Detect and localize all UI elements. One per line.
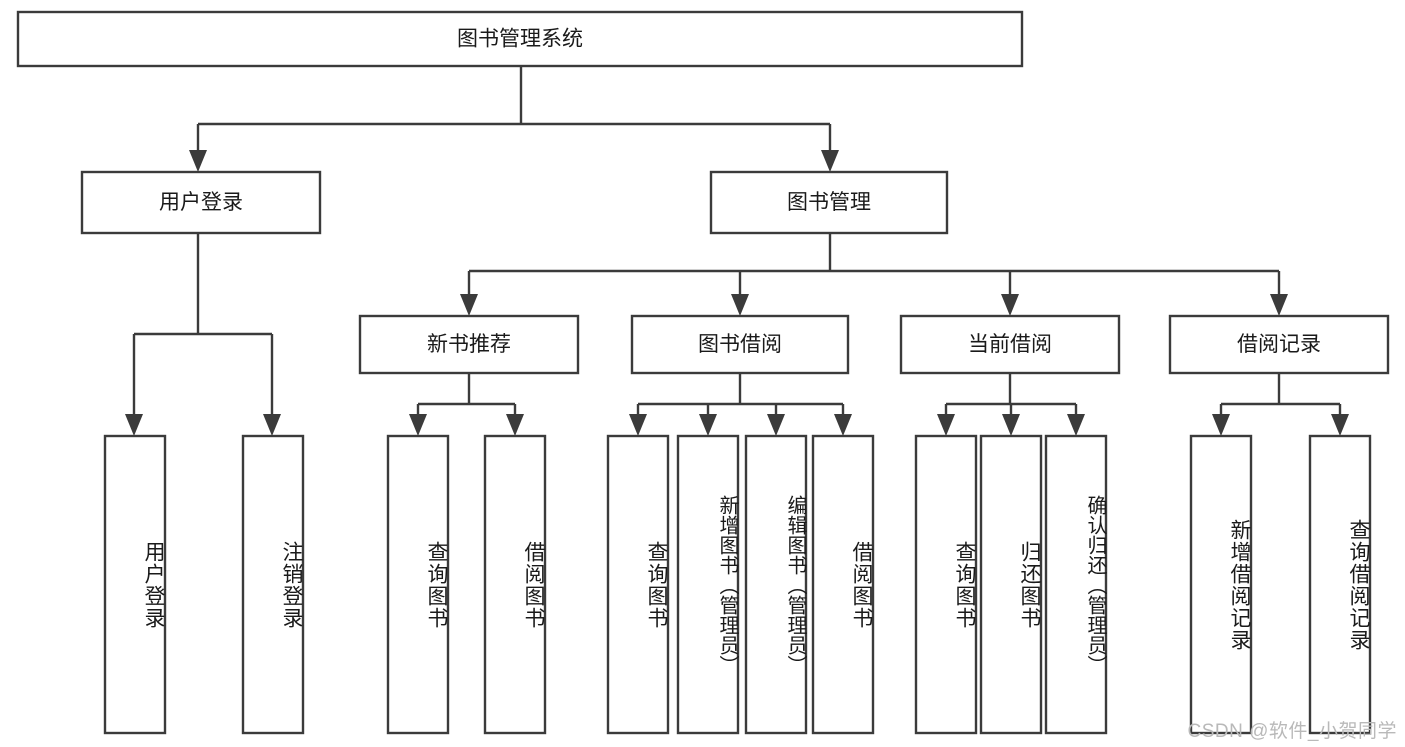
node-current[interactable]: 当前借阅 <box>899 314 1121 375</box>
connector-records <box>1212 373 1349 436</box>
node-box-records[interactable] <box>1168 314 1390 375</box>
node-box-leaf-records-query[interactable] <box>1308 434 1372 735</box>
node-leaf-borrow-add[interactable] <box>676 434 740 735</box>
node-leaf-borrow-edit[interactable] <box>744 434 808 735</box>
connector-login <box>125 233 281 436</box>
node-leaf-current-return[interactable] <box>979 434 1043 735</box>
node-box-leaf-records-add[interactable] <box>1189 434 1253 735</box>
node-label-current: 当前借阅 <box>968 333 1052 356</box>
node-newbook[interactable]: 新书推荐 <box>358 314 580 375</box>
node-box-leaf-current-query[interactable] <box>914 434 978 735</box>
node-box-leaf-borrow-lend[interactable] <box>811 434 875 735</box>
node-leaf-current-confirm[interactable] <box>1044 434 1108 735</box>
node-box-bookmgmt[interactable] <box>709 170 949 235</box>
node-box-login[interactable] <box>80 170 322 235</box>
node-box-leaf-user-logout[interactable] <box>241 434 305 735</box>
node-leaf-user-login[interactable] <box>103 434 167 735</box>
connector-newbook <box>409 373 524 436</box>
node-leaf-records-query[interactable] <box>1308 434 1372 735</box>
connector-current <box>937 373 1085 436</box>
connector-borrow <box>629 373 852 436</box>
node-label-newbook: 新书推荐 <box>427 333 511 356</box>
node-box-borrow[interactable] <box>630 314 850 375</box>
node-bookmgmt[interactable]: 图书管理 <box>709 170 949 235</box>
node-box-leaf-borrow-query[interactable] <box>606 434 670 735</box>
node-leaf-user-logout[interactable] <box>241 434 305 735</box>
node-label-borrow: 图书借阅 <box>698 333 782 356</box>
node-leaf-newbook-query[interactable] <box>386 434 450 735</box>
node-box-leaf-current-return[interactable] <box>979 434 1043 735</box>
node-leaf-borrow-lend[interactable] <box>811 434 875 735</box>
node-box-leaf-borrow-edit[interactable] <box>744 434 808 735</box>
node-box-leaf-borrow-add[interactable] <box>676 434 740 735</box>
node-label-records: 借阅记录 <box>1237 333 1321 356</box>
node-leaf-borrow-query[interactable] <box>606 434 670 735</box>
node-box-leaf-user-login[interactable] <box>103 434 167 735</box>
node-box-leaf-newbook-query[interactable] <box>386 434 450 735</box>
node-leaf-current-query[interactable] <box>914 434 978 735</box>
connector-bookmgmt <box>460 233 1288 316</box>
node-label-login: 用户登录 <box>159 191 243 214</box>
node-leaf-newbook-borrow[interactable] <box>483 434 547 735</box>
node-box-leaf-newbook-borrow[interactable] <box>483 434 547 735</box>
node-label-bookmgmt: 图书管理 <box>787 191 871 214</box>
node-records[interactable]: 借阅记录 <box>1168 314 1390 375</box>
watermark-text: CSDN @软件_小贺同学 <box>1187 721 1397 742</box>
node-leaf-records-add[interactable] <box>1189 434 1253 735</box>
node-login[interactable]: 用户登录 <box>80 170 322 235</box>
node-label-root: 图书管理系统 <box>457 28 583 51</box>
node-root[interactable]: 图书管理系统 <box>16 10 1024 68</box>
node-box-newbook[interactable] <box>358 314 580 375</box>
node-box-leaf-current-confirm[interactable] <box>1044 434 1108 735</box>
node-borrow[interactable]: 图书借阅 <box>630 314 850 375</box>
node-box-root[interactable] <box>16 10 1024 68</box>
connector-root <box>189 66 839 172</box>
node-box-current[interactable] <box>899 314 1121 375</box>
